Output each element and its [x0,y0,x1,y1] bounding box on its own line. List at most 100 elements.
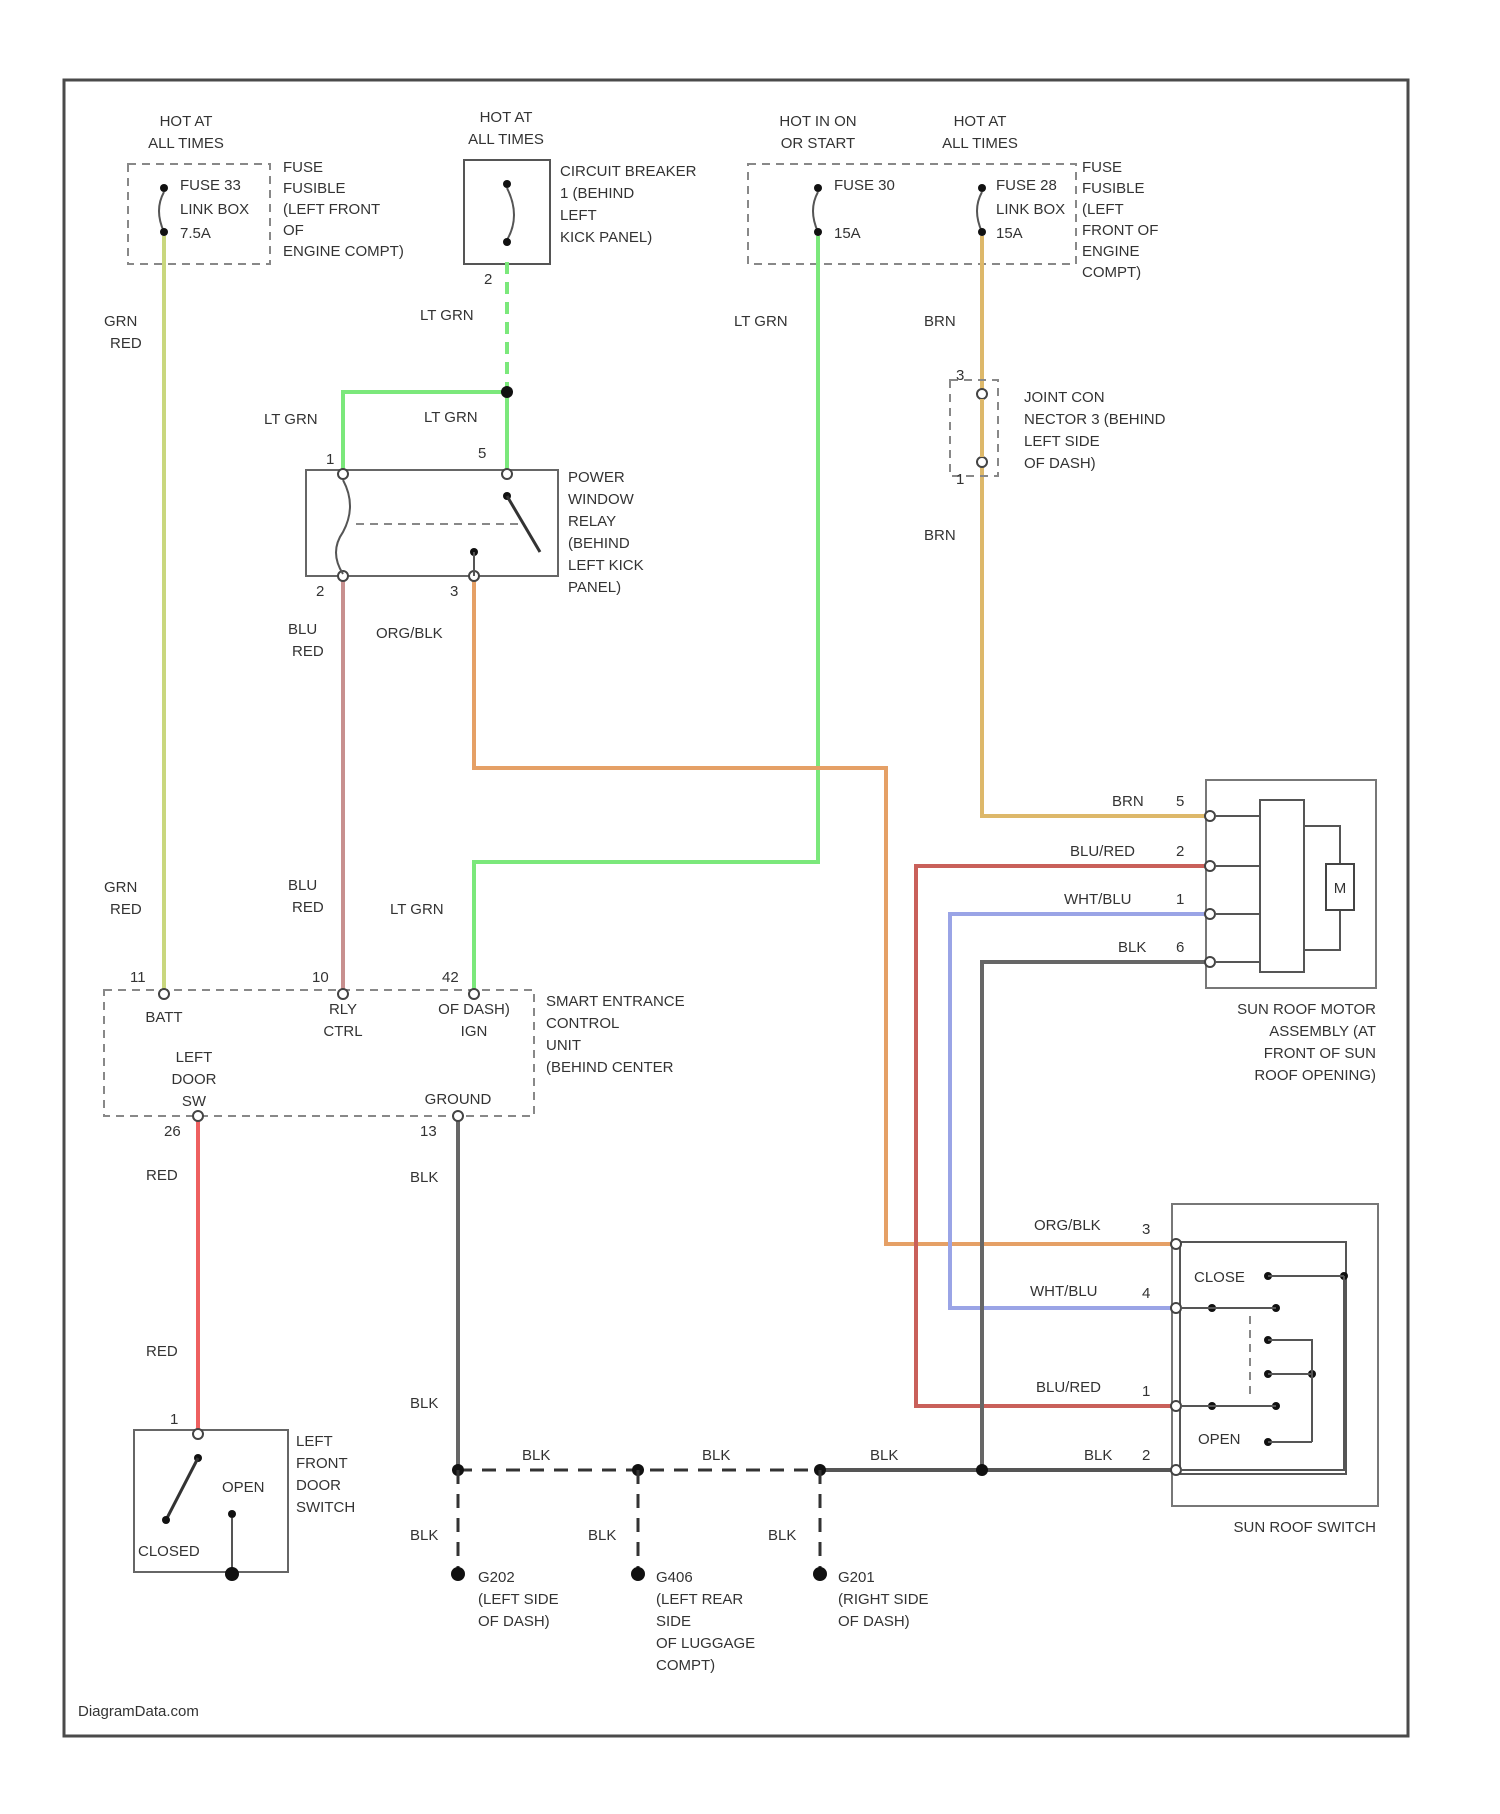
g406-label-5: COMPT) [656,1657,715,1674]
g406-label-4: OF LUGGAGE [656,1635,755,1652]
cu-pin-label-13: 13 [420,1123,437,1140]
wire-lt-grn-ign [474,236,818,990]
motor-internal-leads [1215,816,1260,962]
fuse-left-label-2: FUSIBLE [283,180,346,197]
switch-pin-4 [1171,1303,1181,1313]
relay-pin-5 [502,469,512,479]
cb-label-4: KICK PANEL) [560,229,652,246]
cb-hot-1: HOT AT [480,109,533,126]
bus-blk-label-1: BLK [522,1447,550,1464]
door-label-3: DOOR [296,1477,341,1494]
relay-pin-label-5: 5 [478,445,486,462]
cu-term-rly: RLY [329,1001,357,1018]
g406-label-3: SIDE [656,1613,691,1630]
switch-pin-label-1: 1 [1142,1383,1150,1400]
relay-label-4: (BEHIND [568,535,630,552]
power-window-relay: 1 5 2 3 POWER WINDOW RELAY (BEHIND LEFT … [306,445,644,600]
fuse-right-element [977,192,982,232]
cu-term-sw: SW [182,1093,207,1110]
jc-label-1: JOINT CON [1024,389,1105,406]
cb-hot-2: ALL TIMES [468,131,544,148]
wire-wht-blu-label-2: WHT/BLU [1030,1283,1098,1300]
fuse-left-hot-2: ALL TIMES [148,135,224,152]
wire-lt-grn-label-3: LT GRN [424,409,478,426]
fuse-right-label-2: FUSIBLE [1082,180,1145,197]
wire-blu-red-h-label-1: BLU/RED [1070,843,1135,860]
door-contact-open [228,1510,236,1518]
sunroof-switch: 3 4 1 2 CLOSE OPEN SUN ROOF SWITCH [1142,1204,1378,1536]
cb-label-2: 1 (BEHIND [560,185,634,202]
relay-coil [336,480,350,574]
fuse-left-label-1: FUSE [283,159,323,176]
fuse-right-label-4: (LEFT [1082,201,1124,218]
wire-grn-red-label-2a: GRN [104,879,137,896]
switch-pin-label-2: 2 [1142,1447,1150,1464]
door-label-2: FRONT [296,1455,348,1472]
jc-box [950,380,998,476]
fuse-left-label-4: (LEFT FRONT [283,201,380,218]
relay-pin-label-3: 3 [450,583,458,600]
bus-blk-label-2: BLK [702,1447,730,1464]
wire-brn-label-1: BRN [924,313,956,330]
wire-grn-red-label-2b: RED [110,901,142,918]
g202-label-1: G202 [478,1569,515,1586]
g406-label-2: (LEFT REAR [656,1591,743,1608]
g201-label-1: G201 [838,1569,875,1586]
motor-pin-2 [1205,861,1215,871]
cu-pin-11 [159,989,169,999]
relay-pin-label-1: 1 [326,451,334,468]
switch-label: SUN ROOF SWITCH [1234,1519,1377,1536]
motor-pin-5 [1205,811,1215,821]
ground-point-g202 [451,1567,465,1581]
motor-label-4: ROOF OPENING) [1254,1067,1376,1084]
splice-lt-grn [501,386,513,398]
wire-org-blk-label-2: ORG/BLK [1034,1217,1101,1234]
ground-point-g201 [813,1567,827,1581]
motor-label-2: ASSEMBLY (AT [1269,1023,1376,1040]
fuse-mid-element [813,192,818,232]
wire-brn-2 [982,466,1210,816]
fuse-right-terminal-2 [978,228,986,236]
wire-lt-grn-label-2: LT GRN [264,411,318,428]
wire-blk-label-cu-1: BLK [410,1169,438,1186]
fuse-right-hot-1: HOT AT [954,113,1007,130]
fuse-right-label-7: COMPT) [1082,264,1141,281]
door-pin-label: 1 [170,1411,178,1428]
cu-pin-13 [453,1111,463,1121]
drop-blk-label-3: BLK [768,1527,796,1544]
fuse-mid-terminal-2 [814,228,822,236]
wire-blu-red-label-2a: BLU [288,877,317,894]
wire-red-label-2: RED [146,1343,178,1360]
switch-close-label: CLOSE [1194,1269,1245,1286]
door-pin-1 [193,1429,203,1439]
fuse-right-terminal [978,184,986,192]
g201-label-3: OF DASH) [838,1613,910,1630]
relay-label-2: WINDOW [568,491,635,508]
fuse-left-name: FUSE 33 [180,177,241,194]
cu-label-2: CONTROL [546,1015,619,1032]
circuit-breaker: HOT AT ALL TIMES 2 CIRCUIT BREAKER 1 (BE… [464,109,697,288]
wire-blu-red-motor [916,866,1210,1406]
cb-pin: 2 [484,271,492,288]
cu-label-3: UNIT [546,1037,581,1054]
switch-outer-box [1172,1204,1378,1506]
switch-open-label: OPEN [1198,1431,1241,1448]
door-label-4: SWITCH [296,1499,355,1516]
fuse-mid-terminal [814,184,822,192]
wire-lt-grn-label-4: LT GRN [734,313,788,330]
wire-red-label-1: RED [146,1167,178,1184]
wire-lt-grn-label-1: LT GRN [420,307,474,324]
fuse-mid-rating: 15A [834,225,861,242]
fuse-right-rating: 15A [996,225,1023,242]
door-open-label: OPEN [222,1479,265,1496]
door-ground-point [225,1567,239,1581]
switch-pin-label-3: 3 [1142,1221,1150,1238]
wire-blu-red-label-1a: BLU [288,621,317,638]
wire-blk-label-cu-2: BLK [410,1395,438,1412]
cu-pin-label-26: 26 [164,1123,181,1140]
cu-label-4: (BEHIND CENTER [546,1059,674,1076]
relay-pin-label-2: 2 [316,583,324,600]
fuse-left-element [159,192,164,232]
g202-label-3: OF DASH) [478,1613,550,1630]
fuse-mid-name: FUSE 30 [834,177,895,194]
